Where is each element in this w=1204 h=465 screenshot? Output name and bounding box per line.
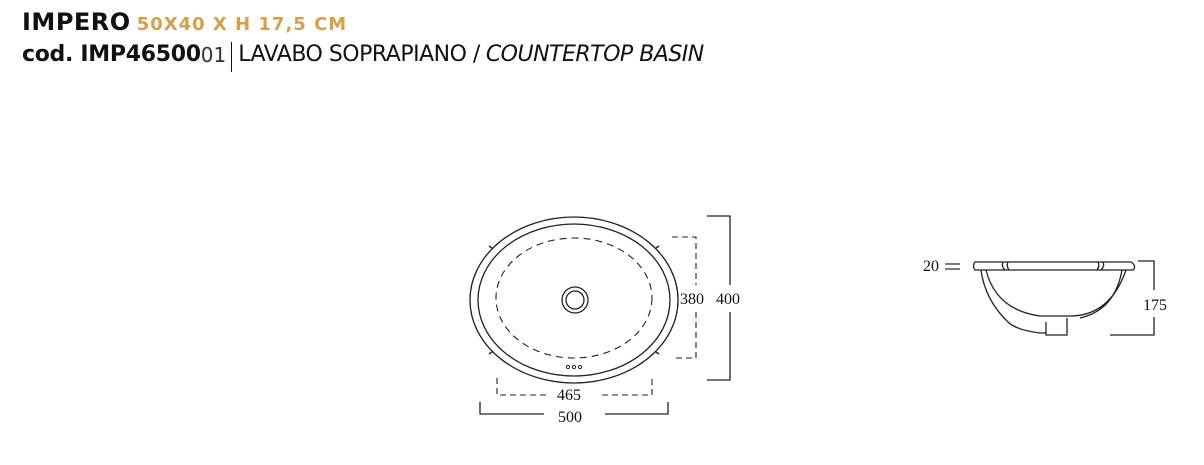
- product-dimensions: 50X40 X H 17,5 CM: [136, 14, 348, 35]
- dim-line-400-bottom: [707, 312, 731, 381]
- label-height: 175: [1143, 297, 1167, 314]
- label-outer-depth: 400: [716, 291, 740, 308]
- bowl-inner-profile: [985, 269, 1127, 317]
- side-view: [945, 260, 1155, 336]
- product-name: IMPERO: [22, 8, 131, 36]
- description-english: COUNTERTOP BASIN: [485, 42, 704, 67]
- product-code-suffix: 01: [200, 43, 227, 67]
- basin-outer-rim: [469, 216, 679, 384]
- dim-line-380-top: [672, 236, 697, 285]
- dim-line-175-top: [1138, 260, 1155, 290]
- divider: [231, 42, 233, 72]
- rim-profile: [972, 261, 1136, 271]
- drain-inner-icon: [565, 290, 585, 310]
- dim-line-500-right: [605, 402, 669, 415]
- dim-line-500-left: [479, 402, 544, 415]
- dim-line-380-bottom: [672, 312, 697, 359]
- dim-line-465-right: [602, 378, 653, 396]
- label-rim-thickness: 20: [923, 258, 939, 275]
- bowl-outer-profile: [980, 269, 1046, 334]
- product-code: cod. IMP46500: [22, 42, 201, 67]
- drain-profile: [1045, 318, 1068, 336]
- label-inner-depth: 380: [680, 291, 704, 308]
- basin-inner-rim: [477, 223, 671, 377]
- dim-line-400-top: [707, 215, 731, 285]
- drain-outer-icon: [561, 286, 589, 314]
- dim-line-175-bottom: [1110, 317, 1155, 336]
- bowl-outline-dashed: [495, 237, 653, 359]
- top-view: [469, 215, 731, 415]
- dim-line-465-left: [496, 378, 547, 396]
- overflow-holes-icon: [565, 364, 583, 370]
- label-outer-width: 500: [558, 409, 582, 426]
- description-italian: LAVABO SOPRAPIANO /: [238, 42, 480, 67]
- label-inner-width: 465: [557, 387, 581, 404]
